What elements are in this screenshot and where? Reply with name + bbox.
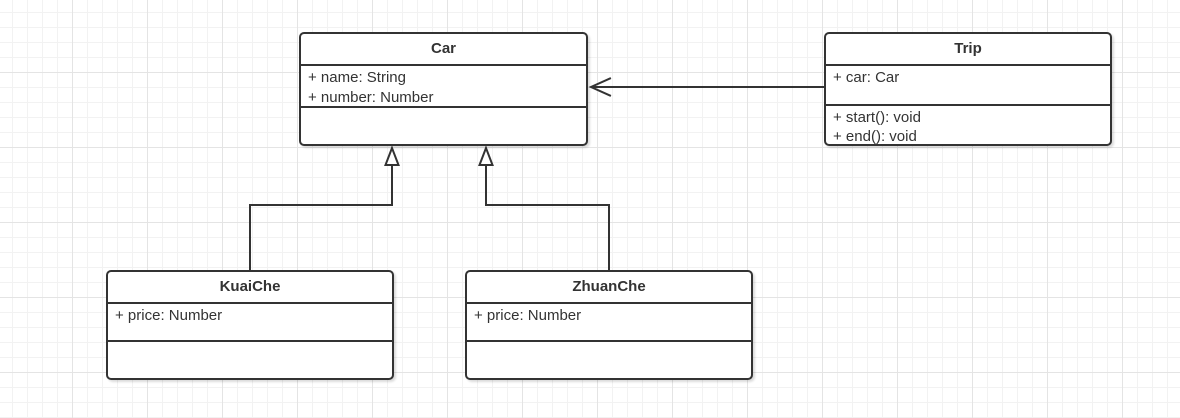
hollow-triangle-arrowhead-icon [384,145,400,166]
class-box-zhuanche[interactable]: ZhuanChe + price: Number [465,270,753,380]
class-name: ZhuanChe [572,278,646,295]
association-edge-trip-car[interactable] [588,77,825,97]
open-arrowhead-icon [588,77,612,97]
hollow-triangle-arrowhead-icon [478,145,494,166]
attribute: + car: Car [833,69,900,86]
attribute: + price: Number [115,307,223,324]
generalization-edge-zhuanche-car[interactable] [478,145,610,271]
attributes-compartment: + price: Number [467,302,751,340]
attributes-compartment: + car: Car [826,64,1110,104]
class-name: KuaiChe [219,278,281,295]
methods-compartment: + start(): void + end(): void [826,104,1110,144]
method: + start(): void [833,109,921,126]
attribute: + price: Number [474,307,582,324]
class-box-car[interactable]: Car + name: String + number: Number [299,32,588,146]
attributes-compartment: + price: Number [108,302,392,340]
methods-compartment [108,340,392,378]
class-name: Car [430,40,456,57]
class-box-kuaiche[interactable]: KuaiChe + price: Number [106,270,394,380]
method: + end(): void [833,128,917,144]
edge-line[interactable] [485,165,610,271]
edge-line[interactable] [249,165,393,271]
attributes-compartment: + name: String + number: Number [301,64,586,106]
class-name: Trip [954,40,982,57]
generalization-edge-kuaiche-car[interactable] [249,145,400,271]
attribute: + name: String [308,69,406,86]
attribute: + number: Number [308,89,434,106]
methods-compartment [467,340,751,378]
class-box-trip[interactable]: Trip + car: Car + start(): void + end():… [824,32,1112,146]
methods-compartment [301,106,586,144]
